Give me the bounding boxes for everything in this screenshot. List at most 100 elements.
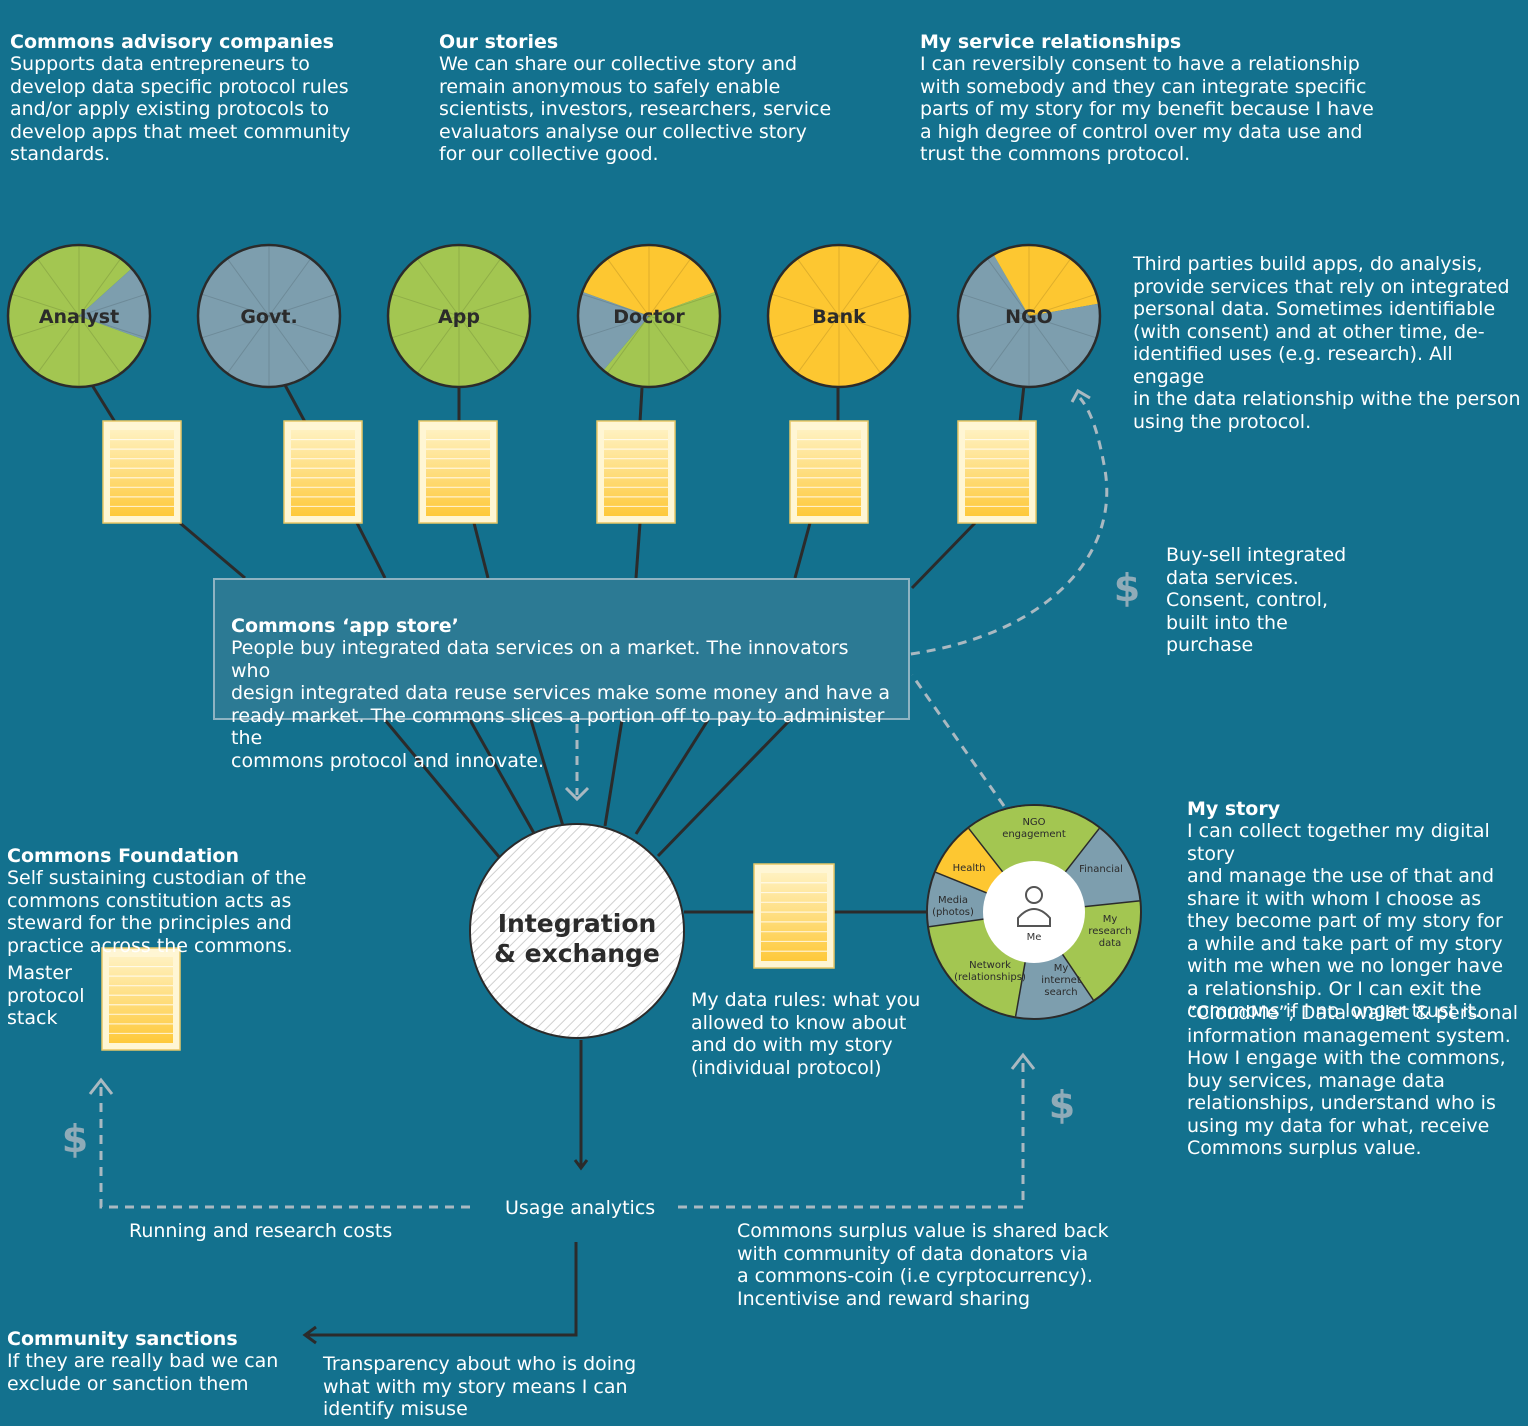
document-icon bbox=[102, 420, 182, 524]
document-fill bbox=[604, 430, 668, 516]
circle-spoke bbox=[1028, 315, 1097, 339]
foundation-title: Commons Foundation bbox=[7, 844, 240, 867]
circle-fill bbox=[768, 245, 910, 387]
circle-spoke bbox=[771, 293, 840, 317]
my-story-title: My story bbox=[1187, 797, 1281, 820]
circle-spoke bbox=[36, 315, 80, 374]
relationships-title: My service relationships bbox=[920, 30, 1182, 53]
circle-spoke bbox=[771, 315, 840, 339]
document-icon bbox=[789, 420, 869, 524]
wheel-divider bbox=[968, 828, 1004, 873]
circle-spoke bbox=[458, 315, 527, 339]
document-icon bbox=[101, 947, 181, 1051]
circle-spoke bbox=[961, 315, 1030, 339]
circle-outline bbox=[956, 243, 1102, 389]
integration-line1: Integration bbox=[498, 909, 657, 938]
person-icon-head bbox=[1025, 886, 1043, 904]
circle-spoke bbox=[796, 258, 840, 317]
person-icon bbox=[1017, 908, 1051, 927]
dollar-icon: $ bbox=[1049, 1083, 1075, 1127]
circle-spoke bbox=[268, 315, 337, 339]
running-costs-label: Running and research costs bbox=[129, 1220, 393, 1242]
circle-spoke bbox=[11, 315, 80, 339]
circle-slice bbox=[603, 291, 720, 387]
surplus-text: Commons surplus value is shared back wit… bbox=[737, 1220, 1109, 1310]
wheel-center bbox=[983, 861, 1085, 963]
circle-slice bbox=[582, 244, 649, 316]
circle-slice bbox=[79, 268, 150, 341]
wheel-divider bbox=[1084, 900, 1140, 908]
circle-spoke bbox=[226, 315, 270, 374]
relationships-body: I can reversibly consent to have a relat… bbox=[920, 53, 1374, 165]
circle-outline bbox=[386, 243, 532, 389]
circle-spoke bbox=[391, 293, 460, 317]
circle-spoke bbox=[78, 258, 122, 317]
party-doctor-circle: Doctor bbox=[576, 243, 722, 389]
circle-spoke bbox=[226, 258, 270, 317]
wheel-segment-label: Financial bbox=[1079, 864, 1123, 875]
party-label: Bank bbox=[812, 306, 866, 328]
stories-body: We can share our collective story and re… bbox=[439, 53, 832, 165]
wheel-divider bbox=[1061, 953, 1094, 1001]
circle-spoke bbox=[648, 315, 692, 374]
document-fill bbox=[797, 430, 861, 516]
document-icon bbox=[283, 420, 363, 524]
party-label: Govt. bbox=[240, 306, 297, 328]
circle-spoke bbox=[201, 293, 270, 317]
circle-spoke bbox=[78, 315, 122, 374]
circle-spoke bbox=[1028, 293, 1097, 317]
circle-spoke bbox=[581, 293, 650, 317]
wheel-segment-label: Media(photos) bbox=[932, 895, 974, 918]
document-fill bbox=[426, 430, 490, 516]
my-story-body: I can collect together my digital story … bbox=[1187, 820, 1504, 1022]
circle-spoke bbox=[391, 315, 460, 339]
document-fill bbox=[110, 430, 174, 516]
circle-spoke bbox=[36, 258, 80, 317]
circle-spoke bbox=[78, 315, 147, 339]
circle-spoke bbox=[416, 258, 460, 317]
circle-slice bbox=[79, 245, 132, 316]
party-bank-circle: Bank bbox=[766, 243, 912, 389]
circle-spoke bbox=[648, 293, 717, 317]
integration-circle bbox=[469, 823, 685, 1039]
dollar-icon: $ bbox=[62, 1117, 88, 1161]
circle-spoke bbox=[11, 293, 80, 317]
circle-outline bbox=[6, 243, 152, 389]
stories-title: Our stories bbox=[439, 30, 559, 53]
circle-slice bbox=[1029, 245, 1099, 316]
circle-spoke bbox=[986, 258, 1030, 317]
circle-spoke bbox=[268, 315, 312, 374]
app-store-body: People buy integrated data services on a… bbox=[231, 637, 891, 772]
circle-spoke bbox=[458, 258, 502, 317]
circle-outline bbox=[766, 243, 912, 389]
circle-spoke bbox=[606, 258, 650, 317]
party-govt-circle: Govt. bbox=[196, 243, 342, 389]
transparency-text: Transparency about who is doing what wit… bbox=[323, 1353, 637, 1420]
party-label: Doctor bbox=[613, 306, 685, 328]
wheel-segment-label: Network(relationships) bbox=[954, 960, 1026, 983]
data-rules-text: My data rules: what you allowed to know … bbox=[691, 989, 921, 1079]
circle-spoke bbox=[961, 293, 1030, 317]
circle-slice bbox=[993, 245, 1029, 316]
circle-spoke bbox=[78, 293, 147, 317]
party-analyst-circle: Analyst bbox=[6, 243, 152, 389]
sanctions-title: Community sanctions bbox=[7, 1327, 238, 1350]
document-fill bbox=[761, 873, 827, 961]
advisory-body: Supports data entrepreneurs to develop d… bbox=[10, 53, 351, 165]
wheel-divider bbox=[1014, 962, 1026, 1017]
document-icon bbox=[753, 863, 835, 969]
document-fill bbox=[291, 430, 355, 516]
app-store-box: Commons ‘app store’People buy integrated… bbox=[213, 578, 910, 772]
circle-spoke bbox=[581, 315, 650, 339]
wheel-me-label: Me bbox=[1027, 932, 1042, 943]
circle-spoke bbox=[838, 293, 907, 317]
party-label: App bbox=[438, 306, 480, 328]
circle-slice bbox=[958, 254, 1101, 387]
